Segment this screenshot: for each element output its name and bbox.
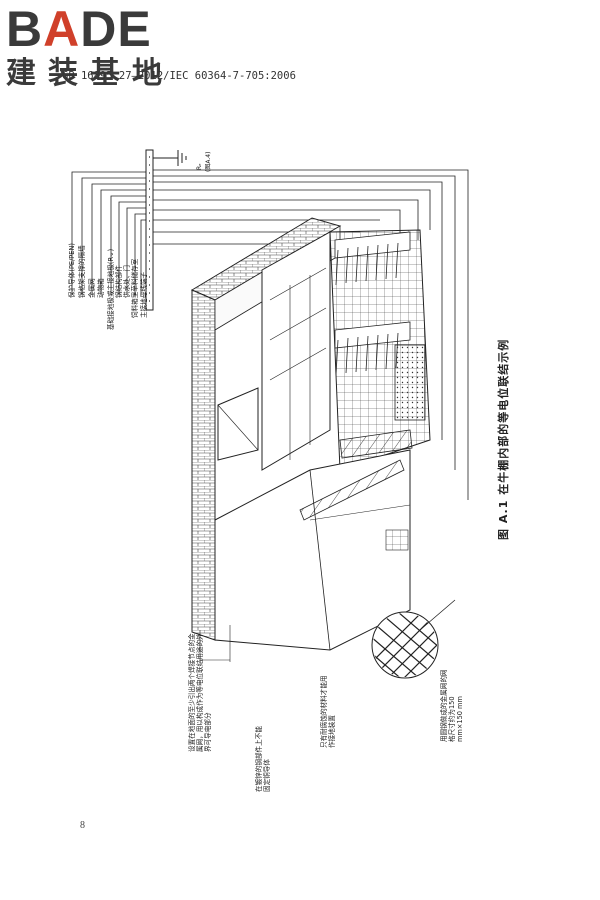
legend-pe-conductor: 保护导体(PE/PEN) [68, 243, 76, 298]
feed-trough [394, 344, 426, 421]
legend-animal-box: 动物箱 [97, 278, 105, 298]
interior-structure [261, 231, 331, 471]
mesh-detail-circle [371, 599, 456, 679]
legend-feed-storage: 饲料箱里草料储存室 [131, 258, 139, 318]
legend-partition: 钢格架支撑的隔墙 [78, 245, 86, 298]
logo-wordmark: BADE [6, 1, 152, 57]
legend-water-door: 供水处、门 [123, 265, 131, 298]
figure-caption: 图 A.1 在牛棚内部的等电位联结示例 [497, 338, 510, 540]
legend-foundation-electrode: 基础接地极或主接地极(R⌄) [107, 248, 115, 330]
annotation-steel-parts: 在镀锌的钢部件上不能固定铜导体 [255, 726, 271, 792]
annotation-floor-mesh: 设置在地面的至少引出两个焊接节点的金属网，用以构成作为等电位联结用途的外界可导电… [188, 633, 212, 752]
annotation-mesh-size: 用圆钢做成的金属网的网格尺寸约为150 mm×150 mm [440, 669, 464, 742]
page-number: 8 [80, 820, 85, 831]
main-earthing-bar [145, 149, 154, 311]
annotation-corrosion: 只有耐腐蚀的材料才能用作接地装置 [320, 675, 336, 748]
legend-main-earth-terminal: 主接地母线端子 [140, 271, 148, 318]
door-mesh [385, 529, 409, 551]
re-label: Rₑ [196, 163, 203, 170]
standard-reference: GB 16895.27—2012/IEC 60364-7-705:2006 [62, 70, 296, 82]
gable-roof [217, 387, 259, 461]
animal-boxes [334, 231, 413, 459]
front-room [214, 449, 411, 651]
re-reference: (图A.4) [205, 151, 212, 172]
logo-subtitle: 建装基地 [6, 56, 174, 91]
earth-symbol [153, 150, 187, 166]
legend-steel-parts: 钢结构部件 [115, 265, 123, 298]
bade-logo: BADE 建装基地 [6, 4, 186, 92]
annotation-leaders [199, 625, 231, 662]
legend-metal-mesh: 金属网 [88, 278, 96, 298]
ribbed-wall [299, 459, 405, 521]
bonding-conductors [71, 171, 146, 295]
